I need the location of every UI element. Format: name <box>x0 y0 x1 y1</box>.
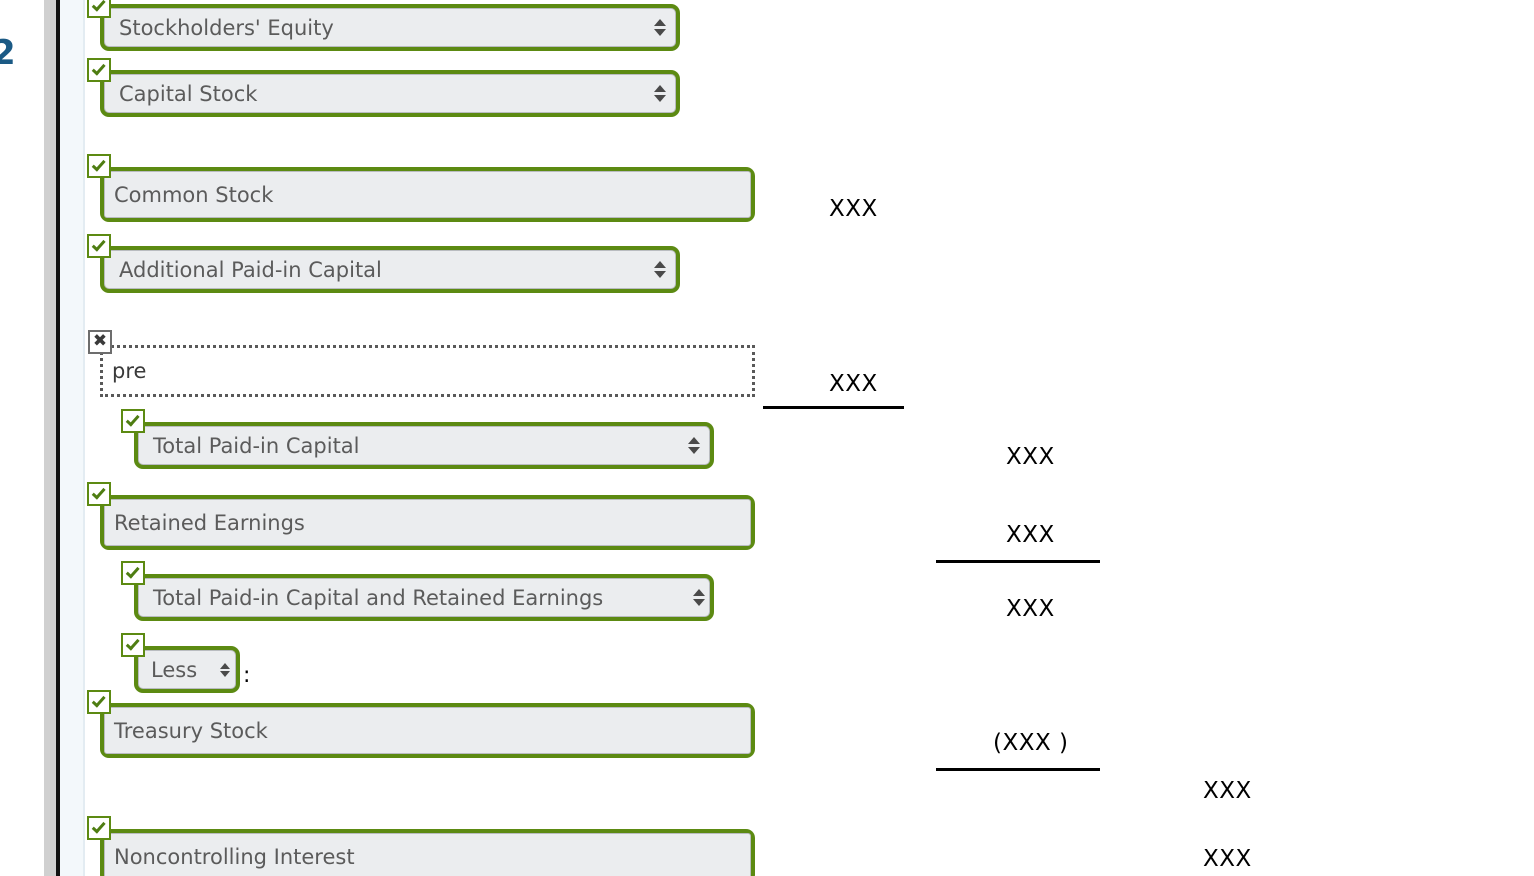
label-capital-stock: Capital Stock <box>119 81 258 106</box>
amount-treasury-stock: (XXX ) <box>993 730 1069 756</box>
label-less: Less <box>151 657 198 682</box>
amount-total-stockholders-equity: XXX <box>1203 778 1252 804</box>
label-additional-paid-in-capital: Additional Paid-in Capital <box>119 257 382 282</box>
check-icon <box>91 236 106 252</box>
check-icon <box>91 818 106 834</box>
label-total-paid-in-capital: Total Paid-in Capital <box>153 433 360 458</box>
check-icon <box>91 0 106 12</box>
label-stockholders-equity: Stockholders' Equity <box>119 15 334 40</box>
select-arrows-icon[interactable] <box>219 658 231 682</box>
label-common-stock: Common Stock <box>114 182 274 207</box>
left-margin-edge <box>83 0 85 876</box>
label-total-paid-in-capital-and-retained-earnings: Total Paid-in Capital and Retained Earni… <box>153 585 604 610</box>
amount-pre-entry: XXX <box>829 371 878 397</box>
field-capital-stock[interactable]: Capital Stock <box>100 70 680 117</box>
amount-retained-earnings: XXX <box>1006 522 1055 548</box>
status-badge-pre-entry: ✖ <box>88 330 112 354</box>
less-colon: : <box>243 663 251 688</box>
field-pre-entry[interactable]: pre <box>100 345 755 397</box>
status-badge-additional-paid-in-capital <box>87 234 111 258</box>
subtotal-rule-2 <box>936 560 1100 563</box>
amount-total-paid-in-capital-and-retained-earnings: XXX <box>1006 596 1055 622</box>
status-badge-total-paid-in-capital-and-retained-earnings <box>121 561 145 585</box>
check-icon <box>91 60 106 76</box>
select-arrows-icon[interactable] <box>654 16 666 40</box>
field-total-paid-in-capital-and-retained-earnings[interactable]: Total Paid-in Capital and Retained Earni… <box>134 574 714 621</box>
field-treasury-stock[interactable]: Treasury Stock <box>100 703 755 758</box>
check-icon <box>125 563 140 579</box>
panel-divider <box>56 0 60 876</box>
select-arrows-icon[interactable] <box>693 586 705 610</box>
scrollbar-track[interactable] <box>44 0 56 876</box>
field-common-stock[interactable]: Common Stock <box>100 167 755 222</box>
value-pre-entry: pre <box>112 359 147 383</box>
clipped-page-number: 2 <box>0 33 16 73</box>
select-arrows-icon[interactable] <box>688 434 700 458</box>
field-stockholders-equity[interactable]: Stockholders' Equity <box>100 4 680 51</box>
select-arrows-icon[interactable] <box>654 82 666 106</box>
status-badge-capital-stock <box>87 58 111 82</box>
check-icon <box>91 156 106 172</box>
label-noncontrolling-interest: Noncontrolling Interest <box>114 844 355 869</box>
field-total-paid-in-capital[interactable]: Total Paid-in Capital <box>134 422 714 469</box>
check-icon <box>91 484 106 500</box>
status-badge-total-paid-in-capital <box>121 409 145 433</box>
status-badge-stockholders-equity <box>87 0 111 18</box>
select-arrows-icon[interactable] <box>654 258 666 282</box>
field-additional-paid-in-capital[interactable]: Additional Paid-in Capital <box>100 246 680 293</box>
field-retained-earnings[interactable]: Retained Earnings <box>100 495 755 550</box>
amount-total-paid-in-capital: XXX <box>1006 444 1055 470</box>
amount-noncontrolling-interest: XXX <box>1203 846 1252 872</box>
left-margin-panel <box>60 0 84 876</box>
check-icon <box>125 411 140 427</box>
check-icon <box>125 635 140 651</box>
subtotal-rule-1 <box>763 406 904 409</box>
status-badge-noncontrolling-interest <box>87 816 111 840</box>
status-badge-common-stock <box>87 154 111 178</box>
label-retained-earnings: Retained Earnings <box>114 510 305 535</box>
status-badge-treasury-stock <box>87 690 111 714</box>
close-icon: ✖ <box>92 331 108 351</box>
status-badge-retained-earnings <box>87 482 111 506</box>
check-icon <box>91 692 106 708</box>
label-treasury-stock: Treasury Stock <box>114 718 268 743</box>
amount-common-stock: XXX <box>829 196 878 222</box>
subtotal-rule-3 <box>936 768 1100 771</box>
status-badge-less <box>121 633 145 657</box>
field-less[interactable]: Less <box>134 646 240 693</box>
field-noncontrolling-interest[interactable]: Noncontrolling Interest <box>100 829 755 876</box>
